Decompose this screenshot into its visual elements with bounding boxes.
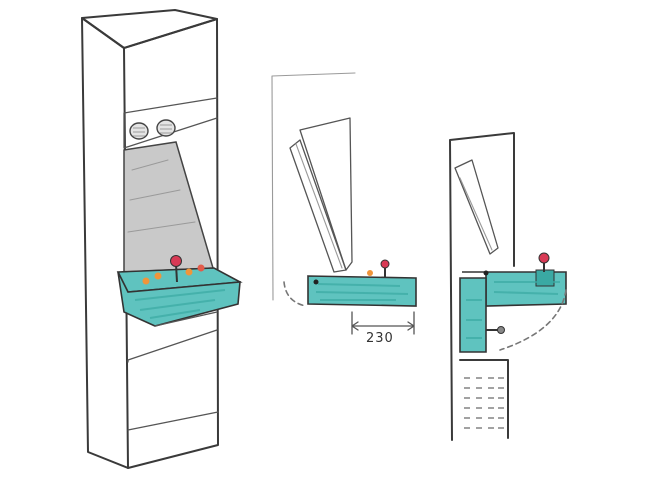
deployed-hinge-icon [483, 270, 489, 276]
lower-cabinet-lines [127, 311, 218, 363]
swing-arc [283, 281, 307, 307]
folded-lid-edge [295, 143, 343, 269]
cabinet-perspective-view [81, 9, 243, 469]
speaker-grille-right-icon [156, 119, 176, 137]
speaker-grille-left-icon [129, 122, 149, 140]
kick-plate [127, 411, 219, 431]
joystick-ball-icon [170, 255, 182, 267]
side-button-icon [367, 270, 373, 276]
deployed-screen-lid [454, 159, 499, 255]
dimension-line [351, 311, 415, 335]
side-joystick-ball-icon [380, 259, 390, 269]
speaker-mesh [133, 124, 172, 137]
deployed-cabinet-wall [449, 132, 515, 441]
side-view-box-texture [315, 283, 409, 301]
button-orange-2-icon [154, 272, 162, 280]
folded-lid-outer [299, 117, 353, 271]
side-view-control-box [307, 275, 417, 307]
button-orange-3-icon [185, 268, 193, 276]
deployed-joystick-ball-icon [538, 252, 550, 264]
screen-area [123, 141, 214, 273]
stowed-joystick-ball-icon [497, 326, 505, 334]
deployed-screen-edge [459, 177, 493, 251]
deployed-panel-texture [466, 281, 560, 339]
control-panel-front [117, 271, 241, 327]
folded-lid-inner [289, 139, 347, 273]
dimension-label: 230 [366, 331, 394, 346]
control-panel-texture [134, 289, 226, 319]
screen-shading [127, 159, 196, 233]
side-view-folded: 230 [271, 72, 417, 346]
hinge-pivot-icon [313, 279, 319, 285]
deployed-panel-leg [459, 277, 487, 353]
cabinet-top-outline [81, 9, 218, 49]
deployed-swing-arc [499, 289, 567, 351]
side-view-back-wall [271, 72, 356, 301]
deployed-lower-wall [459, 359, 509, 439]
cabinet-front-outline [81, 17, 129, 469]
joystick-shaft [175, 263, 178, 283]
vent-slots [464, 377, 504, 429]
button-red-icon [197, 264, 205, 272]
deployed-panel-block [535, 269, 555, 287]
side-view-deployed [449, 132, 567, 441]
button-orange-1-icon [142, 277, 150, 285]
